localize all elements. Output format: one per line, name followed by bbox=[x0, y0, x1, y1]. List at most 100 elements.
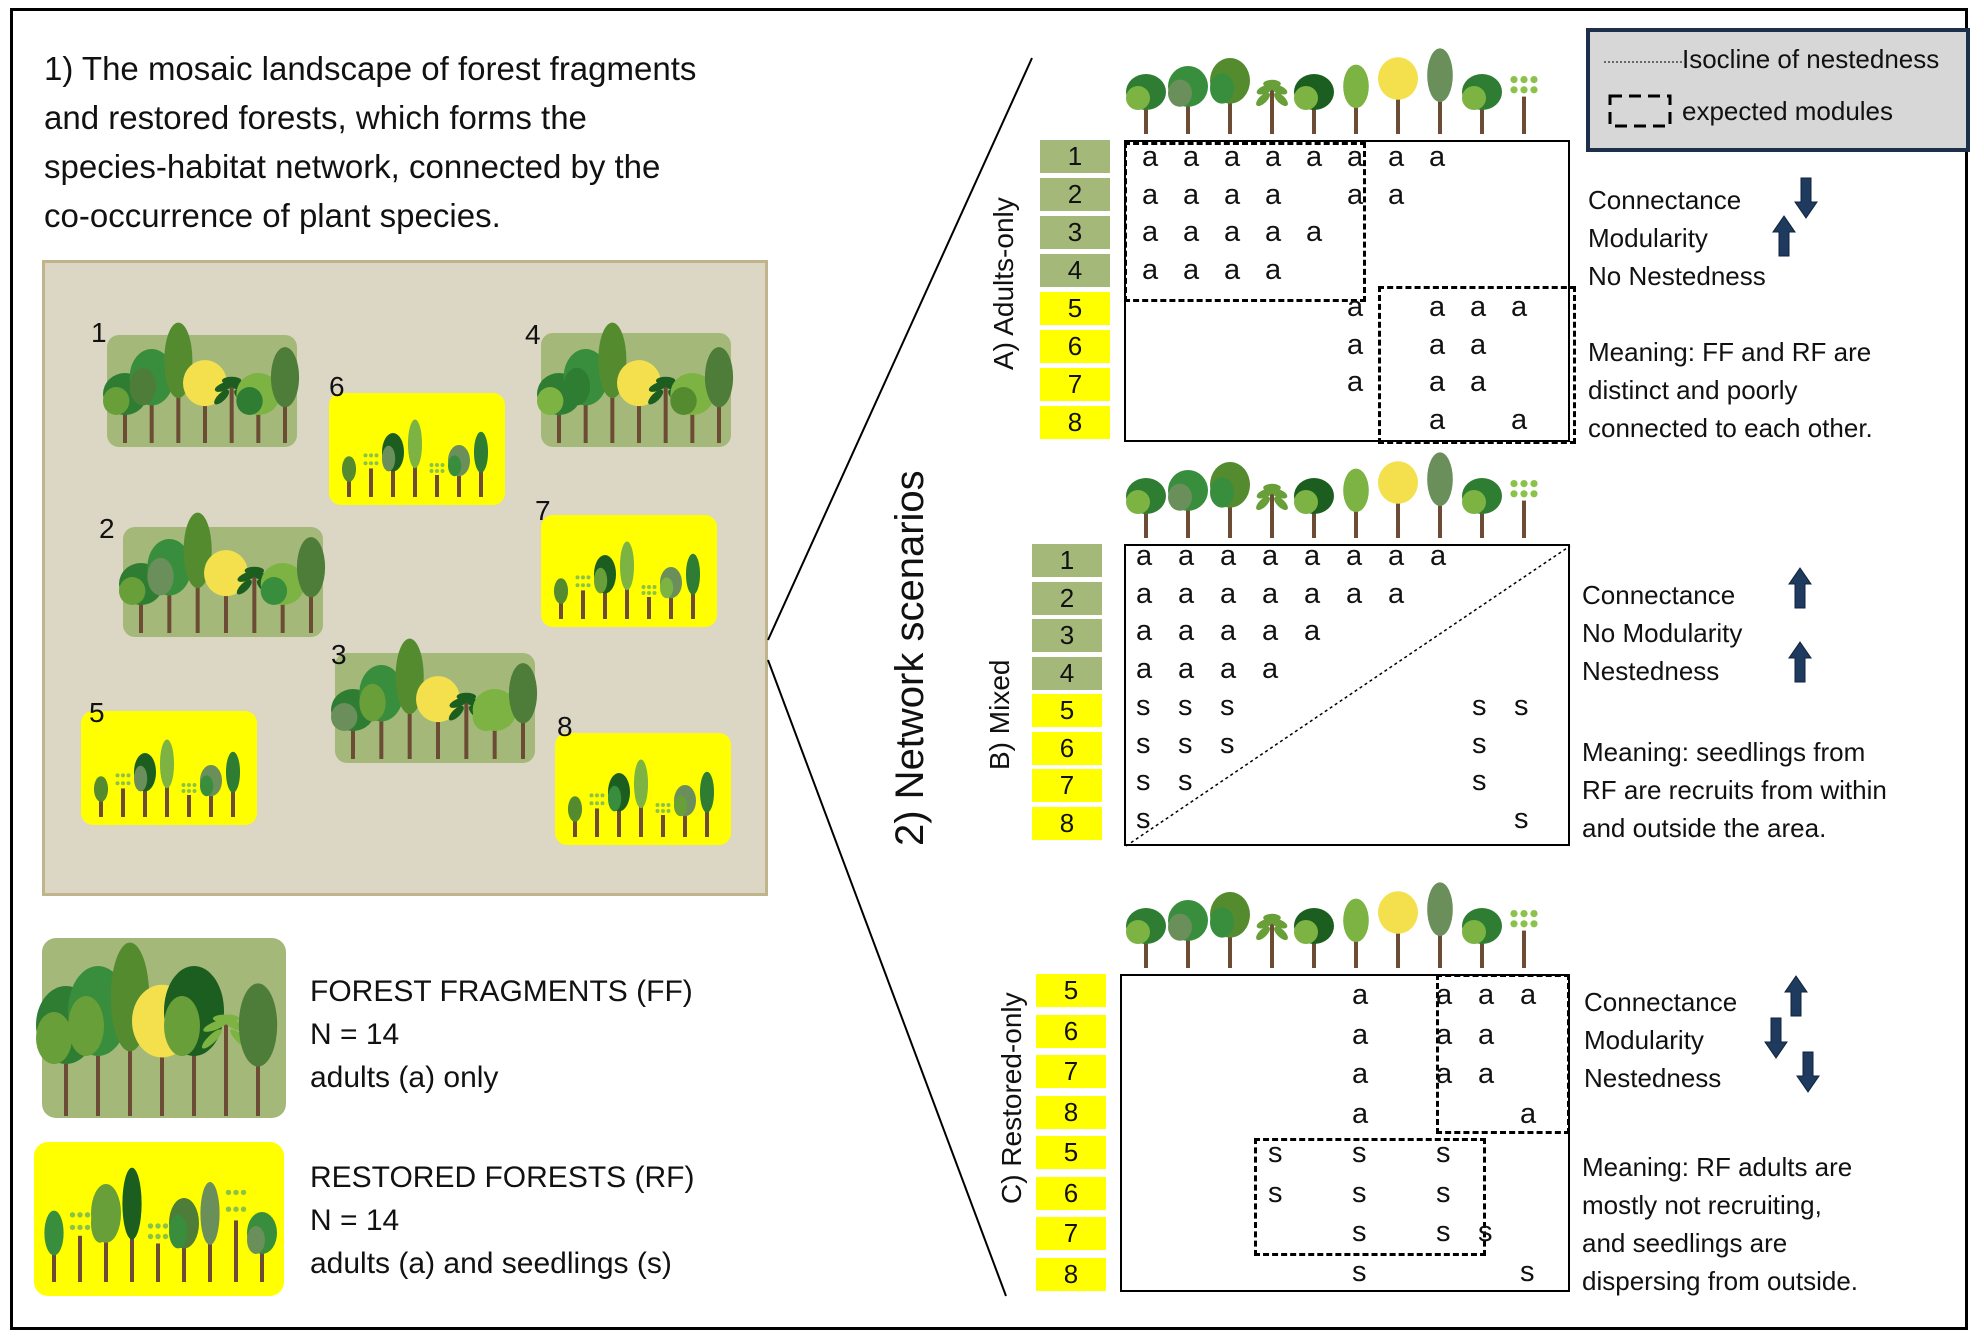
tree-icon bbox=[1256, 79, 1288, 134]
up-arrow-icon bbox=[1788, 641, 1812, 683]
tree-icon bbox=[1462, 74, 1502, 134]
tree-icon bbox=[115, 773, 131, 817]
tree-icon bbox=[1510, 910, 1538, 968]
tree-icon bbox=[122, 1167, 142, 1282]
matrix-cell: a bbox=[1265, 178, 1282, 211]
tree-icon bbox=[674, 785, 696, 837]
matrix-cell: a bbox=[1352, 1058, 1369, 1090]
site-row-label: 3 bbox=[1032, 619, 1102, 652]
matrix-cell: s bbox=[1268, 1176, 1283, 1209]
tree-icon bbox=[1427, 882, 1453, 968]
tree-icon bbox=[699, 771, 715, 837]
intro-line: 1) The mosaic landscape of forest fragme… bbox=[44, 50, 697, 87]
ff-legend-text: FOREST FRAGMENTS (FF) N = 14 adults (a) … bbox=[310, 970, 693, 1099]
matrix-cell: a bbox=[1304, 577, 1321, 610]
matrix-cell: a bbox=[1224, 253, 1241, 286]
matrix-cell: s bbox=[1220, 690, 1235, 722]
matrix-cell: a bbox=[1429, 141, 1446, 173]
intro-text: 1) The mosaic landscape of forest fragme… bbox=[44, 44, 784, 240]
nestedness-metric: No Nestedness bbox=[1588, 261, 1766, 291]
matrix-cell: a bbox=[1265, 141, 1282, 173]
figure-frame bbox=[10, 8, 1968, 1330]
intro-line: co-occurrence of plant species. bbox=[44, 197, 501, 234]
matrix-cell: a bbox=[1388, 141, 1405, 173]
tree-icon bbox=[508, 663, 538, 759]
tree-icon bbox=[575, 575, 591, 619]
tree-icon bbox=[619, 541, 635, 619]
matrix-cell: a bbox=[1262, 540, 1279, 572]
tree-icon bbox=[1210, 462, 1250, 538]
matrix-cell: a bbox=[1183, 253, 1200, 286]
tree-icon bbox=[704, 347, 734, 443]
scenario-b-meaning: Meaning: seedlings from RF are recruits … bbox=[1582, 733, 1887, 847]
tree-icon bbox=[448, 445, 470, 497]
matrix-cell: a bbox=[1178, 540, 1195, 572]
scenario-c-metrics: Connectance Modularity Nestedness bbox=[1584, 983, 1737, 1097]
matrix-cell: a bbox=[1352, 1097, 1369, 1130]
matrix-cell: s bbox=[1514, 690, 1529, 722]
matrix-cell: a bbox=[1306, 141, 1323, 173]
site-row-label: 4 bbox=[1032, 656, 1102, 690]
matrix-cell: a bbox=[1520, 979, 1537, 1011]
tree-icon bbox=[200, 1182, 220, 1282]
matrix-cell: a bbox=[1220, 615, 1237, 647]
tree-icon bbox=[1462, 908, 1502, 968]
matrix-cell: a bbox=[1136, 577, 1153, 610]
matrix-cell: a bbox=[1304, 615, 1321, 647]
tree-icon bbox=[1168, 470, 1208, 538]
tree-icon bbox=[1168, 66, 1208, 134]
site-label: 3 bbox=[331, 639, 347, 670]
scenario-a-matrix bbox=[1124, 140, 1570, 442]
tree-icon bbox=[1427, 452, 1453, 538]
matrix-cell: a bbox=[1352, 979, 1369, 1011]
tree-icon bbox=[236, 373, 281, 443]
meaning-line: dispersing from outside. bbox=[1582, 1266, 1859, 1296]
tree-icon bbox=[589, 793, 605, 837]
connectance-metric: Connectance bbox=[1588, 185, 1742, 215]
matrix-cell: a bbox=[1136, 615, 1153, 647]
tree-icon bbox=[91, 1184, 121, 1282]
matrix-cell: a bbox=[1388, 178, 1405, 211]
scenario-b-metrics: Connectance No Modularity Nestedness bbox=[1582, 576, 1742, 690]
tree-icon bbox=[1343, 64, 1369, 134]
ff-legend-title: FOREST FRAGMENTS (FF) bbox=[310, 975, 693, 1008]
ff-legend-n: N = 14 bbox=[310, 1018, 400, 1051]
tree-icon bbox=[1126, 74, 1166, 134]
matrix-cell: a bbox=[1224, 141, 1241, 173]
matrix-cell: s bbox=[1478, 1216, 1493, 1248]
matrix-cell: a bbox=[1142, 178, 1159, 211]
tree-icon bbox=[655, 803, 671, 837]
matrix-cell: a bbox=[1346, 540, 1363, 572]
site-row-label: 7 bbox=[1036, 1055, 1106, 1088]
tree-icon bbox=[416, 676, 460, 759]
site-row-label: 5 bbox=[1040, 292, 1110, 325]
site-row-label: 7 bbox=[1040, 368, 1110, 401]
matrix-cell: a bbox=[1511, 291, 1528, 323]
site-row-label: 8 bbox=[1036, 1095, 1106, 1129]
tree-icon bbox=[660, 567, 682, 619]
meaning-line: and seedlings are bbox=[1582, 1228, 1788, 1258]
tree-icon bbox=[247, 1212, 277, 1282]
expected-module bbox=[1124, 142, 1366, 302]
matrix-cell: s bbox=[1472, 765, 1487, 797]
matrix-cell: a bbox=[1478, 979, 1495, 1011]
tree-icon bbox=[633, 759, 649, 837]
site-row-label: 8 bbox=[1032, 806, 1102, 840]
site-row-label: 8 bbox=[1036, 1257, 1106, 1291]
matrix-cell: a bbox=[1142, 216, 1159, 248]
modularity-metric: No Modularity bbox=[1582, 618, 1743, 648]
matrix-cell: a bbox=[1388, 540, 1405, 572]
tree-icon bbox=[1294, 74, 1334, 134]
tree-icon bbox=[225, 1189, 247, 1282]
matrix-cell: s bbox=[1136, 802, 1151, 835]
tree-icon bbox=[204, 550, 248, 633]
expected-module bbox=[1254, 1138, 1486, 1256]
tree-icon bbox=[1462, 478, 1502, 538]
matrix-cell: s bbox=[1472, 727, 1487, 760]
meaning-line: and outside the area. bbox=[1582, 813, 1827, 843]
matrix-cell: a bbox=[1436, 979, 1453, 1011]
up-arrow-icon bbox=[1788, 567, 1812, 609]
site-row-label: 1 bbox=[1040, 140, 1110, 173]
matrix-cell: a bbox=[1178, 652, 1195, 685]
ff-legend-desc: adults (a) only bbox=[310, 1061, 499, 1094]
